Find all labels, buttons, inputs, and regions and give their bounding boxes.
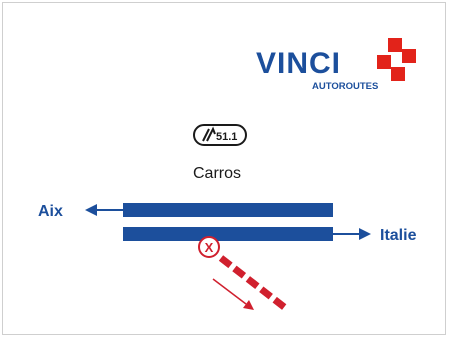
logo-cross-icon	[377, 38, 416, 81]
exit-icon	[202, 126, 216, 142]
exit-number: 51.1	[216, 131, 237, 143]
road-diagram: VINCI AUTOROUTES 51.1 Carros Aix	[38, 38, 417, 313]
closure-symbol: X	[205, 240, 214, 255]
east-arrow-icon	[333, 228, 371, 240]
exit-badge: 51.1	[193, 124, 247, 146]
destination-label: Carros	[193, 165, 241, 182]
logo-wordmark: VINCI	[256, 47, 341, 80]
closure-icon: X	[198, 236, 220, 258]
west-arrow-icon	[85, 204, 123, 216]
logo-tagline: AUTOROUTES	[312, 81, 378, 92]
exit-direction-arrow-icon	[212, 278, 254, 310]
eastbound-carriageway	[123, 227, 333, 241]
closed-exit-ramp	[218, 255, 291, 313]
vinci-logo: VINCI AUTOROUTES	[256, 38, 416, 92]
direction-label-west: Aix	[38, 203, 63, 220]
direction-label-east: Italie	[380, 227, 417, 244]
westbound-carriageway	[123, 203, 333, 217]
info-card: VINCI AUTOROUTES 51.1 Carros Aix	[2, 2, 446, 335]
